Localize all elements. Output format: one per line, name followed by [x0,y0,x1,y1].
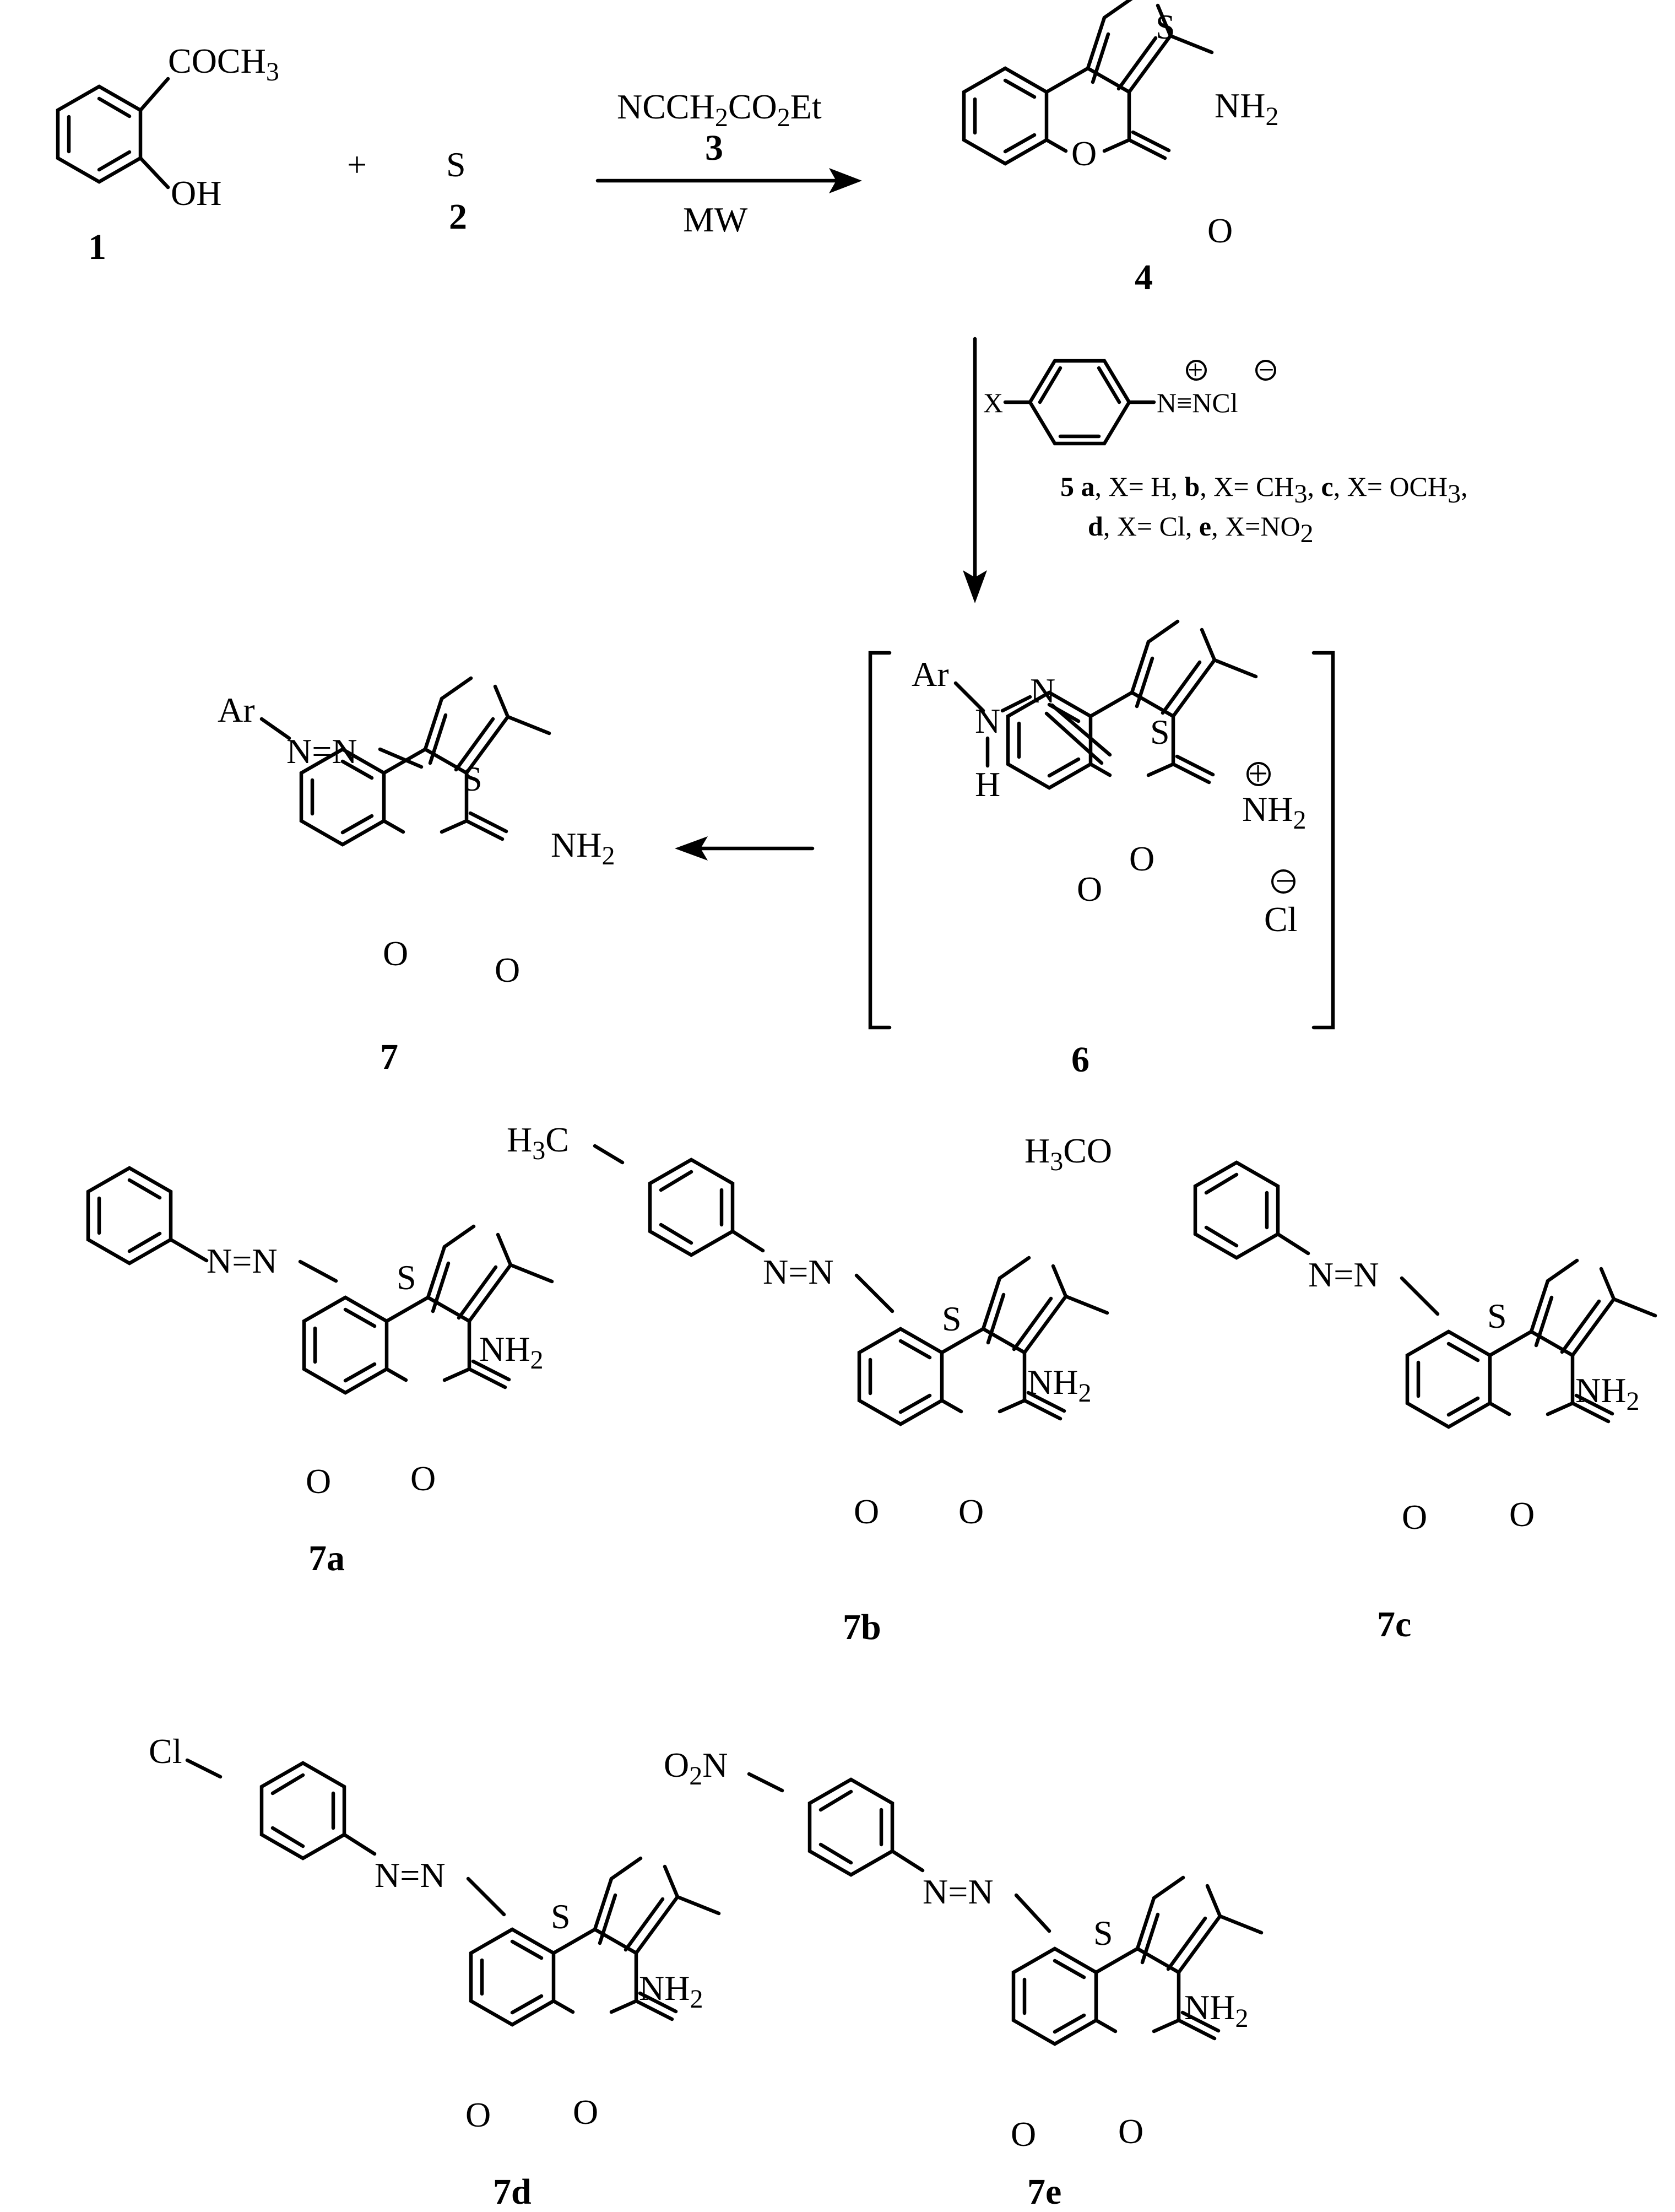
chloride-ion: Cl [1264,900,1297,939]
negative-charge: − [1275,861,1295,900]
azo-linkage: N=N [286,732,357,771]
substituent-x: X [983,387,1003,418]
lactone-oxygen: O [383,934,408,973]
methoxy-substituent: H3CO [1024,1131,1112,1176]
sulfur-atom: S [1156,7,1175,46]
carbonyl-oxygen: O [958,1492,984,1531]
amino-group: NH2 [639,1968,703,2014]
positive-charge: + [1248,754,1268,793]
sulfur-atom: S [463,759,483,798]
hydrazone-nh-nitrogen: N [975,701,1000,740]
compound-7e: S O O NH2 O2N N=N 7e [664,1745,1261,2212]
lactone-oxygen: O [1402,1497,1427,1537]
lactone-oxygen: O [854,1492,879,1531]
iminium-group: NH2 [1242,789,1306,835]
azo-linkage: N=N [375,1856,446,1895]
carbonyl-oxygen: O [495,950,520,989]
compound-7c: S O O NH2 H3CO N=N 7c [1024,1131,1655,1645]
substituent-legend-line-1: 5 a, X= H, b, X= CH3, c, X= OCH3, [1060,471,1468,509]
sulfur-atom: S [1093,1913,1113,1953]
carbonyl-oxygen: O [1118,2112,1143,2151]
amino-group: NH2 [1184,1988,1248,2033]
compound-label: 3 [705,128,723,168]
sulfur-symbol: S [446,145,466,184]
compound-4: S O O NH2 4 [964,0,1278,298]
hydrazone-hydrogen: H [975,765,1000,804]
compound-label: 7d [493,2172,532,2212]
compound-6: S O O NH2 + − Cl Ar N H N 6 [868,621,1335,1080]
amino-group: NH2 [551,825,615,870]
reaction-arrow-3 [675,836,815,861]
lactone-oxygen: O [1071,134,1097,173]
compound-label: 4 [1135,257,1153,298]
substituent-legend-line-2: d, X= Cl, e, X=NO2 [1088,511,1314,548]
compound-1: COCH3 OH 1 [56,41,279,267]
sulfur-atom: S [551,1897,571,1936]
azo-linkage: N=N [923,1872,994,1911]
carbonyl-oxygen: O [410,1459,436,1498]
lactone-oxygen: O [306,1462,331,1501]
acetyl-label: COCH3 [168,41,279,86]
compound-label: 2 [449,197,467,237]
amino-group: NH2 [1215,86,1278,131]
reaction-conditions: MW [683,200,748,239]
amino-group: NH2 [479,1329,543,1375]
compound-7: S O O NH2 Ar N=N 7 [218,678,615,1077]
carbonyl-oxygen: O [1129,839,1154,878]
azo-linkage: N=N [1308,1255,1379,1294]
plus-sign: + [347,145,367,184]
nitro-substituent: O2N [664,1745,728,1791]
compound-label: 7e [1027,2172,1061,2212]
compound-7d: S O O NH2 Cl N=N 7d [149,1732,719,2212]
compound-label: 6 [1071,1040,1089,1080]
reagent-3-formula: NCCH2CO2Et [617,87,822,132]
aryl-group: Ar [218,690,255,729]
positive-charge: + [1188,354,1203,385]
diazonium-group: N≡NCl [1157,387,1238,418]
lactone-oxygen: O [465,2095,491,2134]
sulfur-atom: S [397,1258,416,1297]
sulfur-atom: S [1487,1296,1507,1335]
compound-7b: S O O NH2 H3C N=N 7b [507,1120,1107,1647]
compound-5: X N≡NCl + − 5 a, X= H, b, X= CH3, c, X= … [983,354,1468,548]
reaction-arrow-1: NCCH2CO2Et 3 MW [595,87,862,239]
sulfur-atom: S [942,1299,962,1338]
carbonyl-oxygen: O [1207,211,1233,250]
aryl-group: Ar [912,655,949,694]
chloro-substituent: Cl [149,1732,182,1771]
methyl-substituent: H3C [507,1120,569,1165]
lactone-oxygen: O [1011,2114,1036,2154]
lactone-oxygen: O [1077,869,1102,908]
compound-2: S 2 [446,145,467,237]
compound-label: 7c [1377,1604,1411,1645]
compound-label: 1 [88,227,106,267]
azo-linkage: N=N [763,1252,834,1291]
carbonyl-oxygen: O [1509,1495,1535,1534]
amino-group: NH2 [1575,1371,1639,1416]
azo-linkage: N=N [207,1241,278,1280]
compound-label: 7 [380,1037,398,1077]
hydroxyl-label: OH [171,174,221,213]
sulfur-atom: S [1150,712,1170,751]
amino-group: NH2 [1027,1362,1091,1408]
negative-charge: − [1259,354,1274,385]
reaction-arrow-2: X N≡NCl + − 5 a, X= H, b, X= CH3, c, X= … [963,337,1468,603]
carbonyl-oxygen: O [573,2092,598,2132]
compound-label: 7b [843,1607,881,1647]
compound-7a: S O O NH2 N=N 7a [86,1166,552,1578]
compound-label: 7a [308,1538,345,1578]
